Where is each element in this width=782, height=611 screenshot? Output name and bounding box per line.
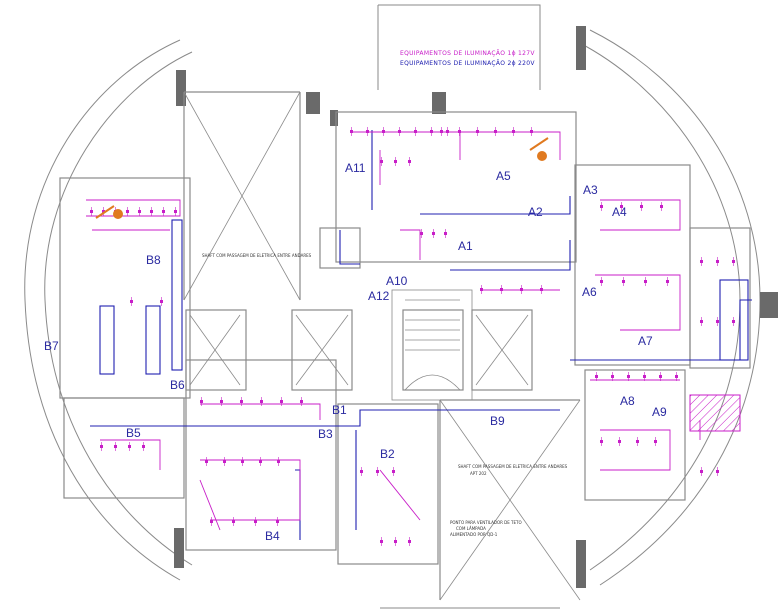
- shaft-note-lower-1: SHAFT COM PASSAGEM DE ELETRICA ENTRE AND…: [458, 464, 568, 469]
- room-label-b1: B1: [332, 403, 347, 417]
- fan-points: [95, 137, 549, 219]
- room-labels: A1 A2 A3 A4 A5 A6 A7 A8 A9 A10 A11 A12 B…: [44, 161, 667, 543]
- room-label-a12: A12: [368, 289, 390, 303]
- room-label-a7: A7: [638, 334, 653, 348]
- structural-columns: [174, 26, 778, 588]
- room-label-a5: A5: [496, 169, 511, 183]
- fan-note-1: PONTO PARA VENTILADOR DE TETO: [450, 520, 522, 525]
- room-label-a10: A10: [386, 274, 408, 288]
- legend-127v: EQUIPAMENTOS DE ILUMINAÇÃO 1ϕ 127V: [400, 50, 535, 57]
- room-label-a11: A11: [345, 161, 366, 175]
- room-label-a9: A9: [652, 405, 667, 419]
- room-label-a6: A6: [582, 285, 597, 299]
- room-label-a2: A2: [528, 205, 543, 219]
- fan-note-3: ALIMENTADO POR QD-1: [450, 532, 498, 537]
- hatched-area: [689, 394, 741, 432]
- room-label-a8: A8: [620, 394, 635, 408]
- room-label-b3: B3: [318, 427, 333, 441]
- shaft-note-upper: SHAFT COM PASSAGEM DE ELETRICA ENTRE AND…: [202, 253, 312, 258]
- room-label-b6: B6: [170, 378, 185, 392]
- room-label-b9: B9: [490, 414, 505, 428]
- room-label-b4: B4: [265, 529, 280, 543]
- shaft-crosses: [183, 91, 581, 601]
- room-label-b7: B7: [44, 339, 59, 353]
- central-stair: [391, 289, 473, 401]
- shaft-note-lower-2: APT 202: [470, 471, 487, 476]
- room-label-a1: A1: [458, 239, 473, 253]
- room-label-b5: B5: [126, 426, 141, 440]
- room-label-a3: A3: [583, 183, 598, 197]
- fan-note-2: COM LÂMPADA: [456, 526, 486, 531]
- interior-walls: [59, 91, 751, 600]
- room-label-b8: B8: [146, 253, 161, 267]
- circuits-220v: [90, 130, 752, 540]
- room-label-a4: A4: [612, 205, 627, 219]
- light-fixtures: [90, 127, 735, 546]
- room-label-b2: B2: [380, 447, 395, 461]
- legend-220v: EQUIPAMENTOS DE ILUMINAÇÃO 2ϕ 220V: [400, 60, 535, 67]
